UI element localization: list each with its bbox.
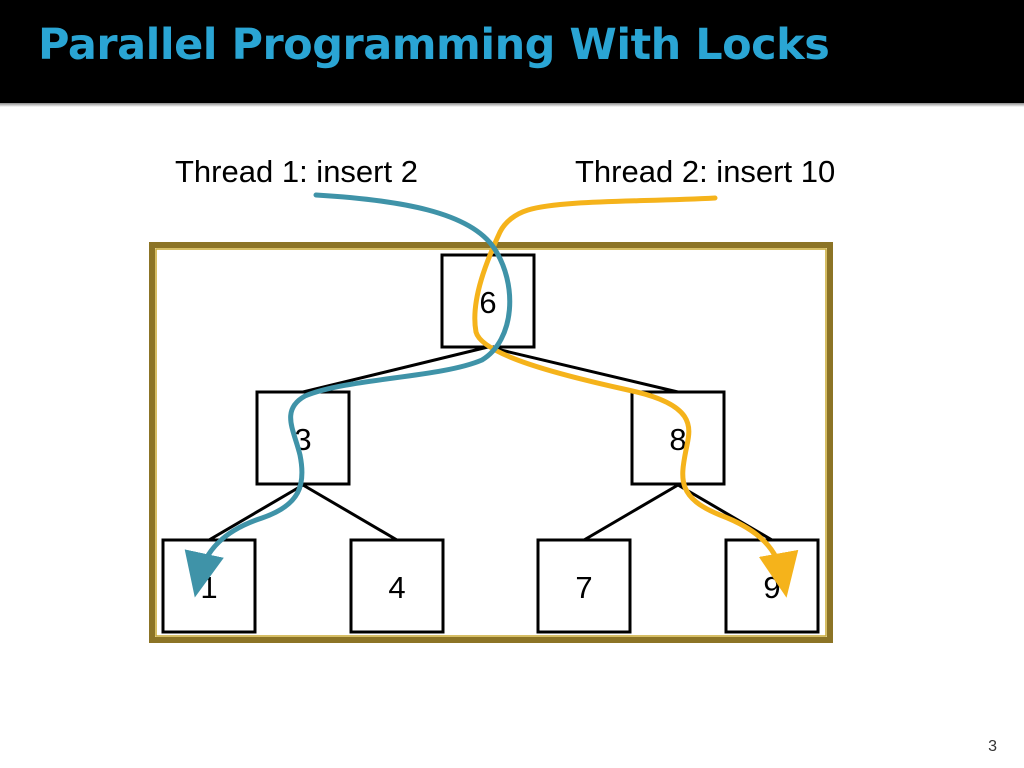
edge-8-9 (677, 483, 773, 542)
thread-1-path (184, 192, 513, 598)
node-leaf-1-value: 1 (200, 570, 217, 605)
node-leaf-3-value: 7 (575, 570, 592, 605)
node-level1-right-value: 8 (669, 422, 686, 457)
title-bar: Parallel Programming With Locks (0, 0, 1024, 107)
node-root-value: 6 (479, 285, 496, 320)
thread-2-path (472, 195, 799, 598)
node-root: 6 (440, 253, 536, 349)
edge-3-1 (208, 483, 304, 542)
node-leaf-2: 4 (349, 538, 445, 634)
node-leaf-2-value: 4 (388, 570, 405, 605)
edge-6-8 (487, 345, 679, 394)
thread-2-label: Thread 2: insert 10 (575, 154, 836, 189)
edge-8-7 (583, 483, 679, 542)
edge-6-3 (302, 345, 489, 394)
edge-3-4 (302, 483, 398, 542)
node-leaf-3: 7 (536, 538, 632, 634)
node-level1-right: 8 (630, 390, 726, 486)
thread-1-label: Thread 1: insert 2 (175, 154, 418, 189)
node-leaf-4-value: 9 (763, 570, 780, 605)
slide-number: 3 (988, 738, 997, 755)
slide-title: Parallel Programming With Locks (38, 20, 830, 70)
